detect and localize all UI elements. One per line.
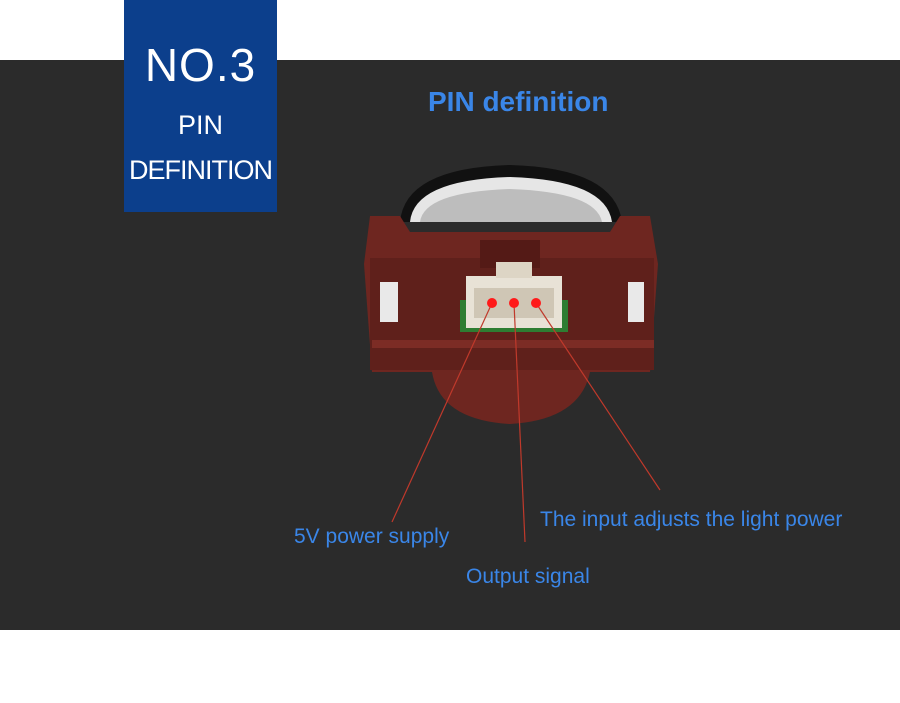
leader-line-input <box>535 302 661 491</box>
pin-label-output: Output signal <box>466 565 590 588</box>
pin-marker-input <box>531 298 541 308</box>
section-title-line2: DEFINITION <box>129 155 273 185</box>
section-number: NO.3 <box>144 39 257 91</box>
pin-label-5v: 5V power supply <box>294 525 450 548</box>
lens-ring <box>400 165 622 222</box>
section-badge: NO.3 PIN DEFINITION <box>124 0 277 212</box>
pin-label-input: The input adjusts the light power <box>540 508 843 531</box>
leader-line-output <box>513 302 526 543</box>
leader-line-5v <box>391 302 493 523</box>
section-title-line1: PIN <box>177 110 223 140</box>
page-title: PIN definition <box>428 86 609 117</box>
pin-marker-5v <box>487 298 497 308</box>
pin-marker-output <box>509 298 519 308</box>
